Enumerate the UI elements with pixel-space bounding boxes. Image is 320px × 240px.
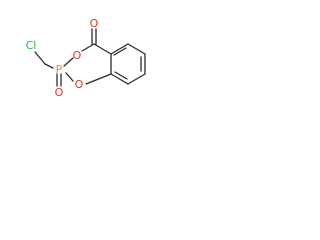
- atom-chlorine: Cl: [26, 39, 37, 52]
- bond-o1-c8a: [85, 73, 112, 85]
- bond-c4-o3: [81, 43, 95, 52]
- bond-aromatic-inner: [114, 71, 128, 80]
- bond-c4-c4a: [93, 43, 112, 55]
- bond-p-ch2: [44, 63, 54, 69]
- bond-aromatic: [110, 73, 129, 85]
- atom-carbonyl-oxygen: O: [90, 17, 99, 30]
- atom-phosphorus: P: [56, 63, 63, 76]
- bond-aromatic: [127, 43, 146, 55]
- bond-aromatic-inner: [113, 47, 127, 56]
- bonds: [34, 28, 146, 87]
- bond-aromatic: [110, 43, 129, 55]
- atom-ring-oxygen-bottom: O: [75, 78, 84, 91]
- atom-phosphoryl-oxygen: O: [55, 86, 64, 99]
- bond-aromatic: [127, 73, 146, 85]
- structure-canvas: O O P O O Cl: [0, 0, 171, 121]
- bond-ch2-cl: [34, 51, 46, 65]
- bond-p-o1: [65, 72, 74, 82]
- molecule-structure: O O P O O Cl: [26, 17, 146, 99]
- atom-ring-oxygen-top: O: [73, 49, 82, 62]
- bond-o3-p: [63, 57, 74, 67]
